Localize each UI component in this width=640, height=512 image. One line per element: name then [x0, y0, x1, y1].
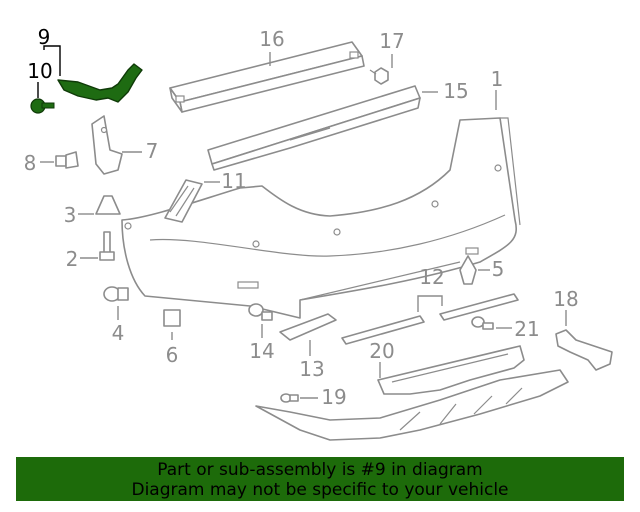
part-19-clip[interactable] — [280, 393, 299, 403]
callout-6: 6 — [166, 343, 179, 367]
callout-1: 1 — [491, 67, 504, 91]
part-5-clip[interactable] — [459, 255, 477, 285]
part-17-bolt[interactable] — [369, 67, 389, 85]
callout-14: 14 — [249, 339, 274, 363]
info-banner: Part or sub-assembly is #9 in diagram Di… — [16, 457, 624, 501]
banner-line-2: Diagram may not be specific to your vehi… — [131, 480, 509, 500]
callout-3: 3 — [64, 203, 77, 227]
part-1-bumper-cover[interactable] — [121, 117, 521, 319]
part-4-grommet[interactable] — [103, 286, 129, 302]
part-16-reinforcement[interactable] — [169, 41, 365, 113]
part-12-molding-right[interactable] — [439, 293, 519, 321]
callout-17: 17 — [379, 29, 404, 53]
part-13-strip[interactable] — [279, 313, 337, 341]
part-21-bolt[interactable] — [471, 316, 494, 330]
part-7-bracket[interactable] — [91, 115, 123, 175]
part-14-bolt[interactable] — [248, 303, 273, 321]
callout-21: 21 — [514, 317, 539, 341]
callout-7: 7 — [146, 139, 159, 163]
callout-19: 19 — [321, 385, 346, 409]
callout-12: 12 — [419, 265, 444, 289]
part-9-bracket-highlighted[interactable] — [57, 63, 143, 103]
part-3-retainer[interactable] — [95, 195, 121, 215]
callout-8: 8 — [24, 151, 37, 175]
part-8-clip[interactable] — [55, 151, 79, 169]
callout-9: 9 — [38, 25, 51, 49]
callout-2: 2 — [66, 247, 79, 271]
part-12-molding-left[interactable] — [341, 315, 425, 345]
callout-5: 5 — [492, 257, 505, 281]
leader-lines — [37, 45, 567, 399]
part-18-bracket[interactable] — [555, 329, 613, 371]
callout-13: 13 — [299, 357, 324, 381]
part-10-bolt[interactable] — [30, 98, 55, 114]
callout-labels: 9 10 16 17 15 1 7 8 11 3 2 4 6 14 13 12 … — [24, 25, 579, 409]
callout-20: 20 — [369, 339, 394, 363]
callout-18: 18 — [553, 287, 578, 311]
callout-15: 15 — [443, 79, 468, 103]
part-2-screw[interactable] — [99, 231, 115, 261]
part-11-reflector[interactable] — [164, 179, 203, 223]
part-20-rail[interactable] — [377, 345, 525, 395]
banner-line-1: Part or sub-assembly is #9 in diagram — [157, 460, 483, 480]
callout-11: 11 — [221, 169, 246, 193]
part-15-absorber[interactable] — [207, 85, 421, 171]
callout-10: 10 — [27, 59, 52, 83]
callout-16: 16 — [259, 27, 284, 51]
part-lower-diffuser[interactable] — [255, 369, 569, 441]
part-6-plate[interactable] — [163, 309, 181, 327]
callout-4: 4 — [112, 321, 125, 345]
